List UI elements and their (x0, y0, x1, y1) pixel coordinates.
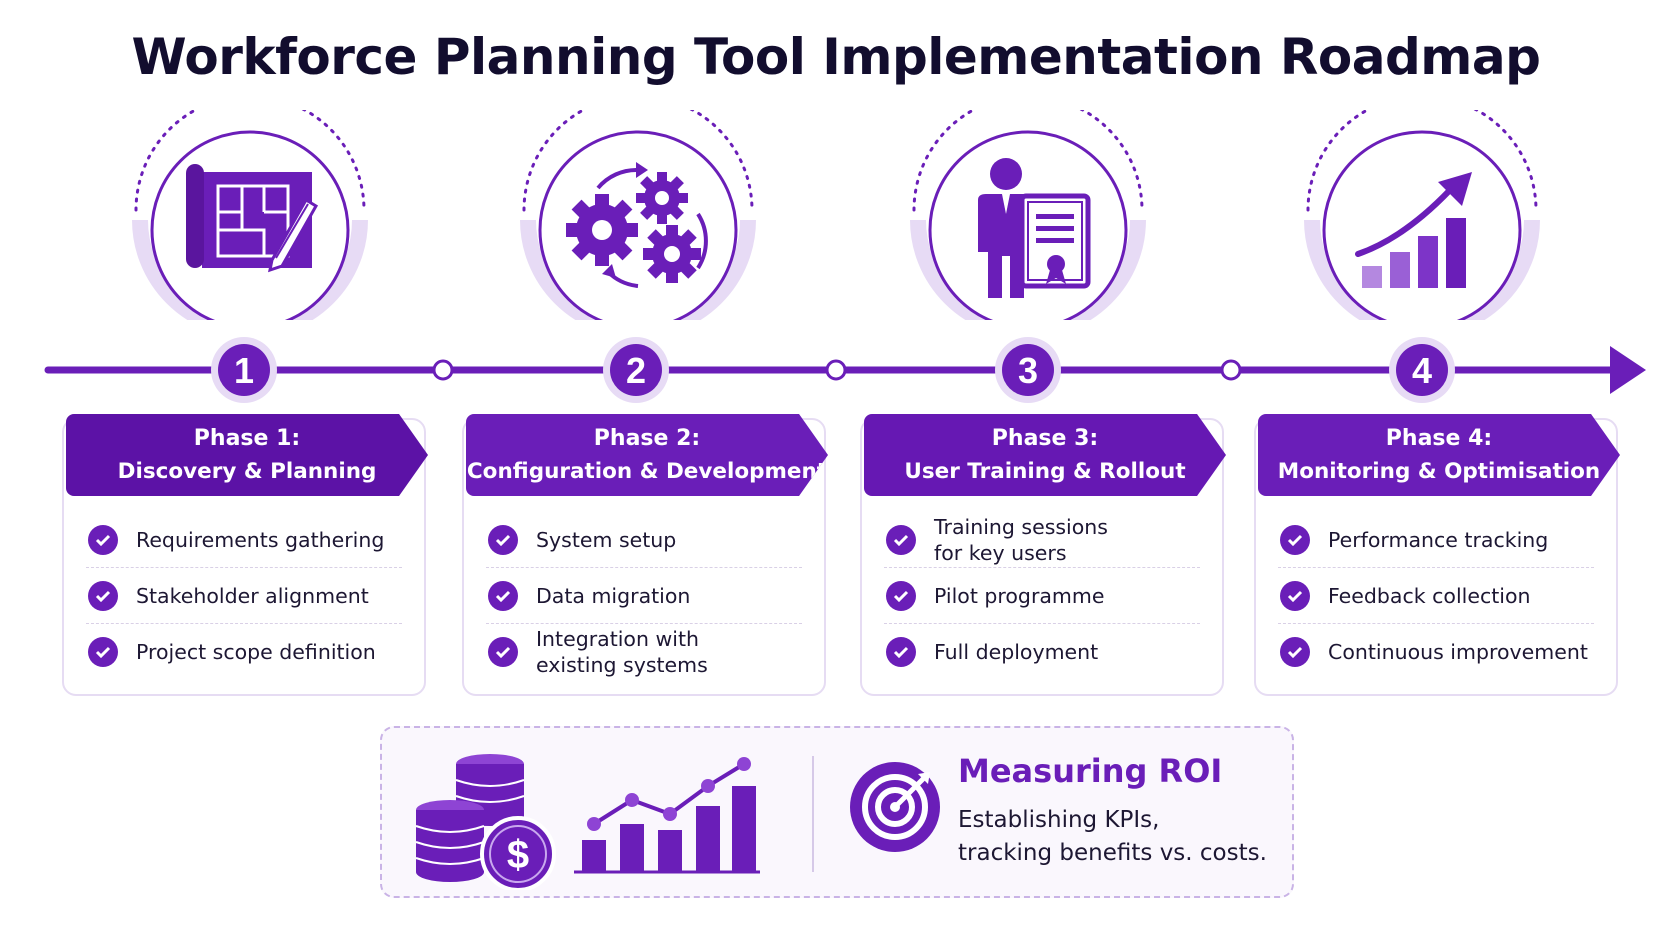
growth-chart-icon (1355, 172, 1472, 288)
check-icon (88, 524, 118, 555)
svg-text:$: $ (507, 833, 529, 877)
check-icon (88, 637, 118, 667)
item-text: Training sessions for key users (934, 514, 1108, 565)
phase-4-icon-group (1292, 110, 1552, 320)
check-icon (886, 580, 916, 611)
roi-description: Establishing KPIs, tracking benefits vs.… (958, 804, 1267, 870)
phase-4-items: Performance tracking Feedback collection… (1278, 512, 1594, 680)
phase-heading: Phase 2: (593, 426, 701, 451)
check-icon (1280, 524, 1310, 555)
svg-text:3: 3 (1018, 350, 1038, 391)
item-text: Pilot programme (934, 583, 1105, 608)
list-item: Stakeholder alignment (86, 568, 402, 624)
list-item: Data migration (486, 568, 802, 624)
phase-subheading: Discovery & Planning (117, 459, 377, 484)
roi-title: Measuring ROI (958, 752, 1223, 790)
check-icon (88, 580, 118, 611)
check-icon (1280, 637, 1310, 667)
list-item: Project scope definition (86, 624, 402, 680)
item-text: Project scope definition (136, 640, 376, 664)
list-item: Continuous improvement (1278, 624, 1594, 680)
phase-2-marker: 2 (603, 337, 669, 403)
phase-1-card: Phase 1: Discovery & Planning Requiremen… (62, 414, 428, 696)
timeline-connector-dot (1220, 359, 1242, 381)
roi-panel: $ Measuring ROI Establishing KPIs, track… (380, 726, 1294, 898)
phase-subheading: Configuration & Development (466, 459, 828, 484)
svg-text:4: 4 (1412, 350, 1432, 391)
timeline-arrow-icon (1610, 346, 1646, 394)
phase-heading: Phase 1: (193, 426, 301, 451)
phase-2-card: Phase 2: Configuration & Development Sys… (462, 414, 828, 696)
check-icon (1280, 580, 1310, 611)
page-title: Workforce Planning Tool Implementation R… (131, 28, 1541, 86)
phase-1-icon-group (120, 110, 380, 320)
phase-subheading: Monitoring & Optimisation (1277, 459, 1601, 484)
item-text: Full deployment (934, 640, 1099, 664)
phase-3-header: Phase 3: User Training & Rollout (864, 414, 1226, 496)
phase-3-icon-group (898, 110, 1158, 320)
svg-text:2: 2 (626, 350, 646, 391)
target-arrow-icon (850, 762, 940, 852)
timeline: 1 2 3 4 (44, 337, 1646, 403)
phase-1-marker: 1 (211, 337, 277, 403)
person-certificate-icon (978, 158, 1091, 298)
list-item: Full deployment (884, 624, 1200, 680)
timeline-connector-dot (432, 359, 454, 381)
phase-heading: Phase 4: (1385, 426, 1493, 451)
phase-4-marker: 4 (1389, 337, 1455, 403)
check-icon (488, 637, 518, 667)
phase-2-header: Phase 2: Configuration & Development (466, 414, 828, 496)
list-item: Requirements gathering (86, 512, 402, 568)
phase-4-card: Phase 4: Monitoring & Optimisation Perfo… (1254, 414, 1620, 696)
timeline-connector-dot (825, 359, 847, 381)
phase-1-items: Requirements gathering Stakeholder align… (86, 512, 402, 680)
check-icon (886, 524, 916, 555)
list-item: Performance tracking (1278, 512, 1594, 568)
bar-line-chart-icon (574, 757, 760, 874)
phase-2-icon-group (508, 110, 768, 320)
item-text: Stakeholder alignment (136, 583, 369, 608)
list-item: Training sessions for key users (884, 512, 1200, 568)
item-text: Performance tracking (1328, 527, 1549, 552)
item-text: Requirements gathering (136, 527, 385, 552)
phase-1-header: Phase 1: Discovery & Planning (66, 414, 428, 496)
roi-description-line: Establishing KPIs, (958, 807, 1160, 833)
coins-dollar-icon: $ (415, 754, 556, 890)
phase-3-marker: 3 (995, 337, 1061, 403)
roi-description-line: tracking benefits vs. costs. (958, 840, 1267, 866)
roi-divider (812, 756, 814, 872)
svg-text:1: 1 (234, 350, 254, 391)
item-text: Continuous improvement (1328, 640, 1588, 664)
phase-2-items: System setup Data migration Integration … (486, 512, 802, 680)
list-item: Integration with existing systems (486, 624, 802, 680)
blueprint-pencil-icon (186, 164, 319, 273)
phase-4-header: Phase 4: Monitoring & Optimisation (1258, 414, 1620, 496)
list-item: Pilot programme (884, 568, 1200, 624)
list-item: System setup (486, 512, 802, 568)
list-item: Feedback collection (1278, 568, 1594, 624)
check-icon (488, 524, 518, 555)
gears-cycle-icon (566, 162, 708, 288)
phase-heading: Phase 3: (991, 426, 1099, 451)
check-icon (886, 637, 916, 667)
phase-3-card: Phase 3: User Training & Rollout Trainin… (860, 414, 1226, 696)
item-text: Integration with existing systems (536, 627, 708, 677)
item-text: Feedback collection (1328, 583, 1531, 608)
check-icon (488, 580, 518, 611)
item-text: System setup (536, 527, 677, 552)
phase-3-items: Training sessions for key users Pilot pr… (884, 512, 1200, 680)
item-text: Data migration (536, 583, 691, 608)
phase-subheading: User Training & Rollout (904, 459, 1186, 484)
